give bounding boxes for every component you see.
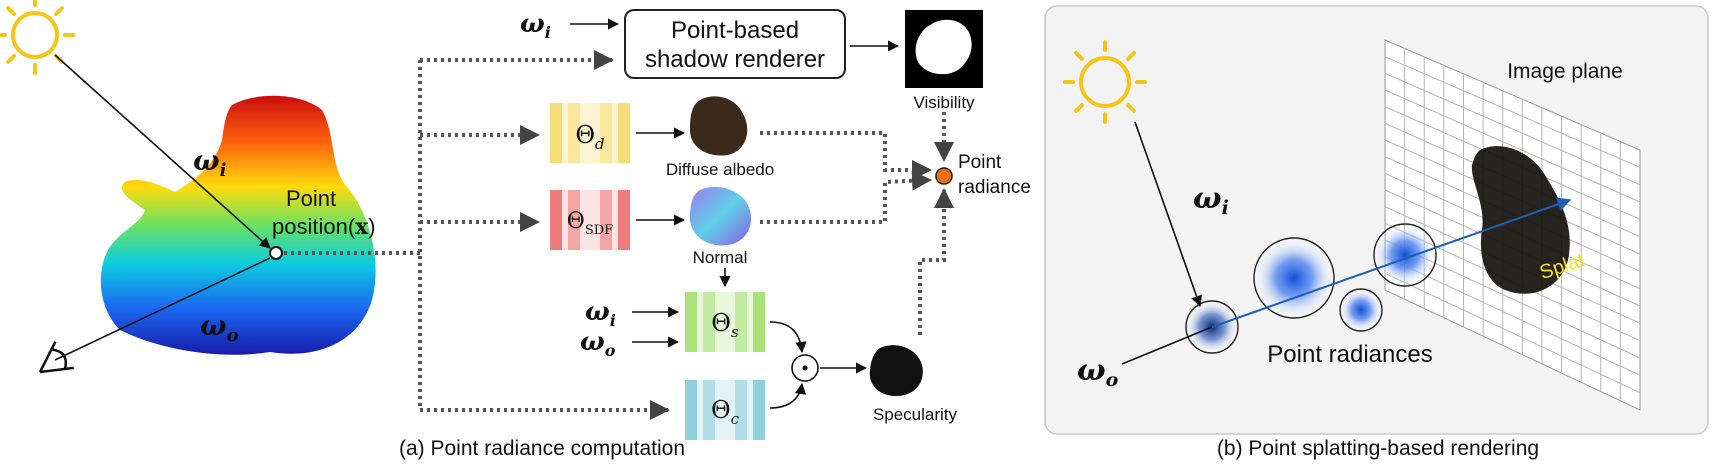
incident-light-ray (54, 54, 271, 249)
panel-b-caption: (b) Point splatting-based rendering (1217, 437, 1539, 460)
omega-o-input-spec: ωo (580, 327, 616, 360)
splatted-object (1471, 146, 1570, 294)
point-radiance-line1: Point (958, 152, 1002, 173)
image-plane-label: Image plane (1507, 60, 1623, 83)
omega-i-input-spec: ωi (585, 297, 616, 330)
omega-i-label-b: ωi (1193, 181, 1229, 219)
visibility-label: Visibility (913, 93, 975, 112)
shadow-renderer-box (624, 9, 846, 79)
mlp-theta-s (685, 292, 765, 352)
visibility-silhouette (915, 19, 972, 75)
point-cloud (100, 95, 376, 355)
omega-i-label: ωi (193, 144, 227, 181)
grid-line-horizontal (1384, 272, 1641, 394)
omega-o-label: ωo (200, 309, 239, 346)
theta-d-label: Θd (575, 121, 604, 153)
shadow-renderer-line2: shadow renderer (645, 46, 825, 73)
point-radiances-label: Point radiances (1267, 341, 1432, 368)
hadamard-dot (802, 365, 808, 371)
point-radiance-node (935, 167, 953, 185)
theta-s-to-product (769, 321, 807, 354)
specularity-label: Specularity (873, 405, 958, 424)
eye-icon (38, 341, 74, 374)
panel-a-caption: (a) Point radiance computation (399, 437, 685, 460)
mlp-theta-d (550, 103, 630, 163)
theta-c-label: Θc (711, 396, 740, 428)
omega-o-label-b: ωo (1077, 353, 1119, 391)
mlp-theta-sdf (550, 190, 630, 250)
grid-line-horizontal (1384, 89, 1641, 203)
view-ray (54, 257, 271, 361)
normal-to-radiance (760, 170, 932, 224)
sun-icon-b (1063, 40, 1147, 124)
grid-line-horizontal (1384, 72, 1641, 186)
mlp-theta-c (685, 380, 765, 440)
diffuse-albedo-image (690, 96, 748, 156)
theta-c-to-product (769, 382, 807, 409)
grid-line-horizontal (1384, 56, 1641, 168)
panel-b: Image plane Splat ωi ωo Point radiances … (1044, 5, 1709, 460)
omega-i-input-top: ωi (520, 9, 551, 42)
point-radiance-line2: radiance (958, 177, 1031, 198)
theta-sdf-label: ΘSDF (567, 209, 613, 238)
sun-icon (0, 0, 75, 75)
view-ray-b (1211, 197, 1572, 328)
specularity-to-radiance (918, 188, 954, 335)
specularity-image (869, 345, 923, 396)
point-label-line1: Point (286, 186, 336, 211)
splat-circle-2 (1253, 237, 1335, 319)
splat-circle-3 (1339, 288, 1383, 332)
albedo-to-radiance (760, 131, 932, 180)
point-label-line2: position(x) (272, 214, 376, 240)
diffuse-albedo-label: Diffuse albedo (666, 160, 774, 179)
view-ray-b-start (1121, 326, 1213, 365)
splat-circle-4 (1373, 223, 1437, 287)
normal-label: Normal (693, 248, 748, 267)
panel-a: ωi ωo Point position(x) ωi Point-based s… (0, 0, 1031, 460)
point-position-node (269, 246, 283, 260)
theta-s-label: Θs (711, 309, 739, 341)
normal-image (690, 186, 752, 246)
shadow-renderer-line1: Point-based (671, 17, 799, 44)
incident-ray-b (1134, 121, 1202, 308)
